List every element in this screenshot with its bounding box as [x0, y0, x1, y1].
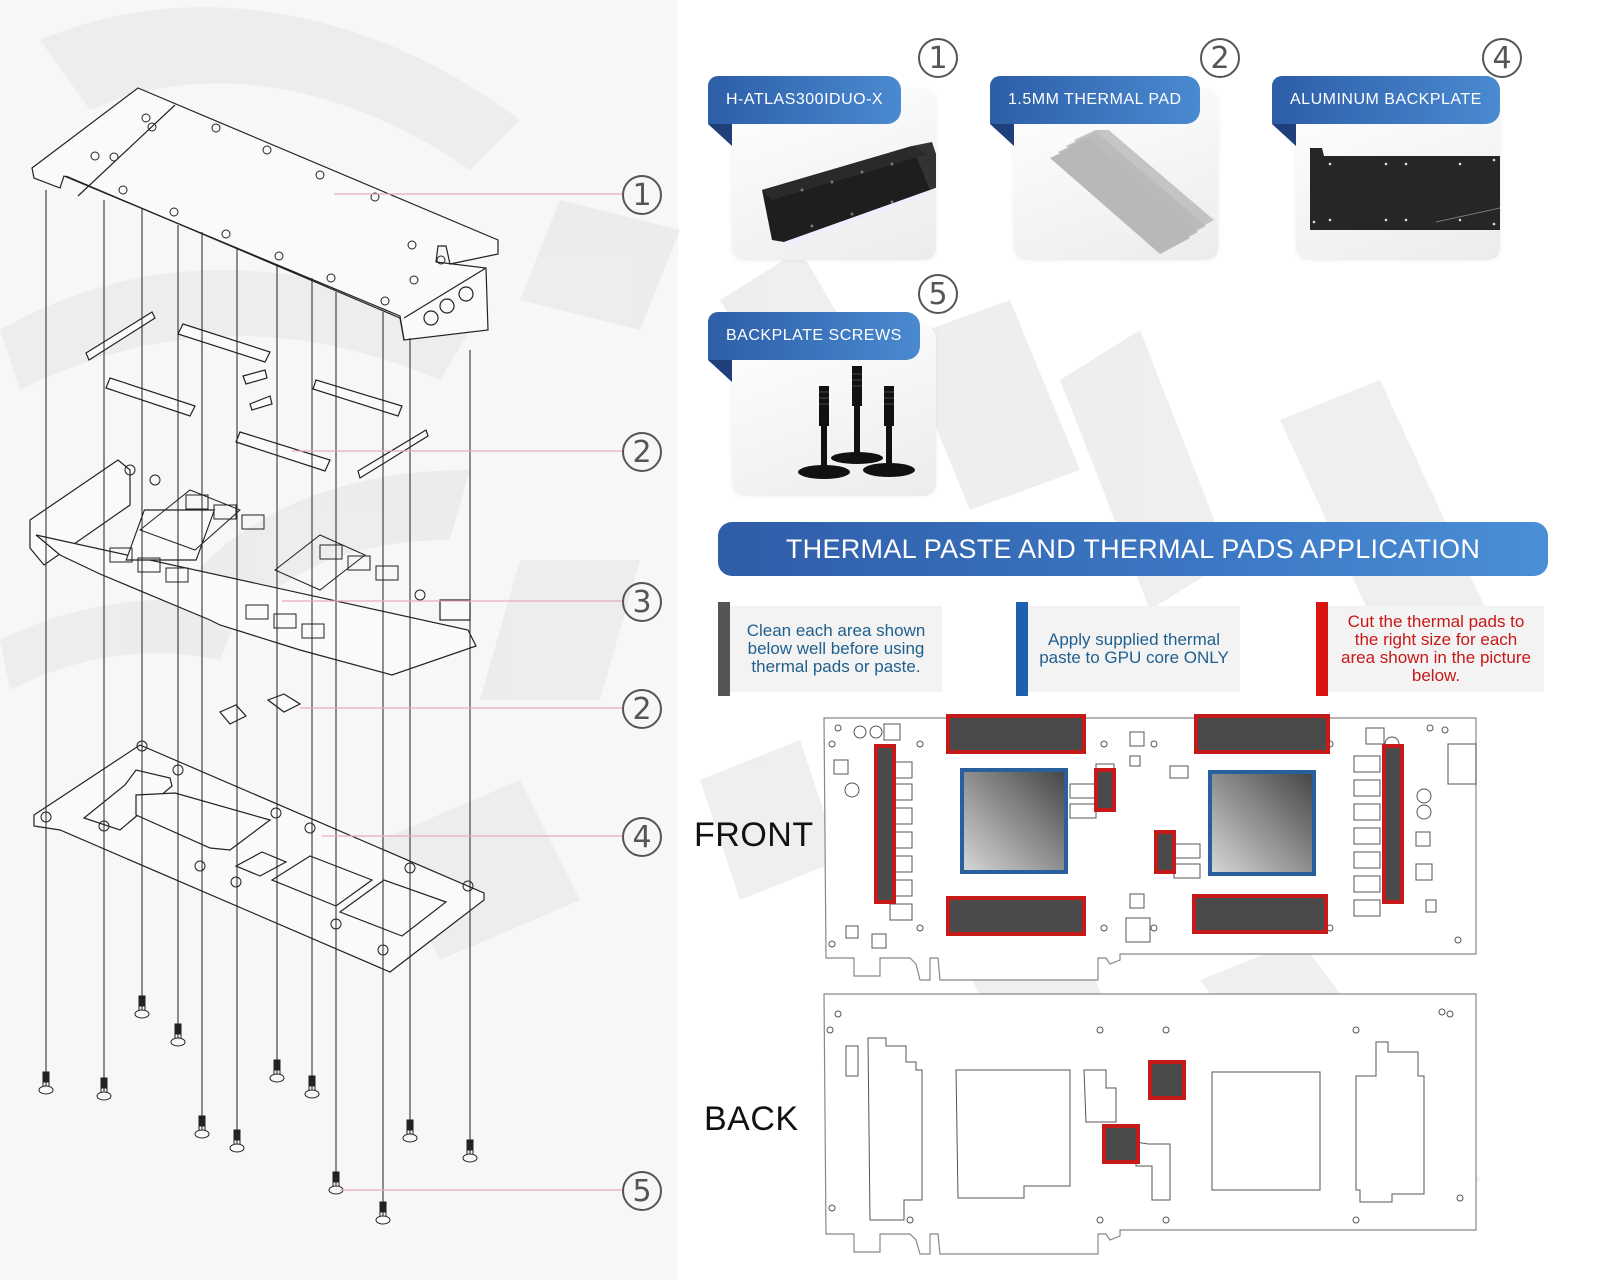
- part-number: 2: [1200, 38, 1240, 78]
- thermal-pads-upper: [85, 311, 429, 479]
- callout-1: 1: [622, 175, 662, 215]
- thermal-pads-lower: [219, 693, 302, 725]
- back-label: BACK: [704, 1100, 799, 1138]
- water-block-screw-holes: [90, 113, 446, 306]
- water-block-image: [762, 142, 936, 246]
- exploded-diagram: [29, 87, 622, 1225]
- note-cut: Cut the thermal pads to the right size f…: [1316, 602, 1548, 696]
- part-card-water-block: H-ATLAS300IDUO-X 1: [708, 38, 958, 260]
- thermal-pad-areas-back: [1102, 1060, 1186, 1164]
- part-label: H-ATLAS300IDUO-X: [708, 76, 902, 124]
- note-bar: [718, 602, 730, 696]
- backplate-image: [1310, 148, 1500, 230]
- callout-5: 5: [622, 1171, 662, 1211]
- note-clean: Clean each area shown below well before …: [718, 602, 948, 696]
- callout-4: 4: [622, 817, 662, 857]
- front-label: FRONT: [694, 816, 814, 854]
- water-block-part: [31, 87, 499, 341]
- backplate-part: [33, 744, 485, 973]
- callout-2-upper: 2: [622, 432, 662, 472]
- note-text: Cut the thermal pads to the right size f…: [1328, 606, 1544, 692]
- section-banner: THERMAL PASTE AND THERMAL PADS APPLICATI…: [718, 522, 1548, 576]
- note-text: Clean each area shown below well before …: [730, 606, 942, 692]
- part-number: 4: [1482, 38, 1522, 78]
- pcb-board: [29, 459, 477, 676]
- part-card-backplate: ALUMINUM BACKPLATE 4: [1272, 38, 1522, 260]
- note-bar: [1316, 602, 1328, 696]
- note-text: Apply supplied thermal paste to GPU core…: [1028, 606, 1240, 692]
- screws-image: [798, 366, 915, 479]
- part-number: 1: [918, 38, 958, 78]
- part-label: 1.5MM THERMAL PAD: [990, 76, 1200, 124]
- callout-3: 3: [622, 582, 662, 622]
- back-board-diagram: [823, 993, 1477, 1255]
- note-paste: Apply supplied thermal paste to GPU core…: [1016, 602, 1246, 696]
- front-board-diagram: [823, 714, 1477, 981]
- callout-2-lower: 2: [622, 689, 662, 729]
- part-label: BACKPLATE SCREWS: [708, 312, 920, 360]
- pcb-components: [109, 464, 426, 639]
- backplate-screws: [38, 995, 478, 1225]
- part-card-thermal-pad: 1.5MM THERMAL PAD 2: [990, 38, 1240, 260]
- note-bar: [1016, 602, 1028, 696]
- thermal-pad-areas-front: [874, 714, 1404, 936]
- part-number: 5: [918, 274, 958, 314]
- screw-guide-lines: [45, 190, 471, 1218]
- leader-lines: [282, 193, 622, 1191]
- part-label: ALUMINUM BACKPLATE: [1272, 76, 1500, 124]
- gpu-core-areas: [960, 768, 1316, 876]
- thermal-pad-image: [1050, 130, 1214, 254]
- part-card-screws: BACKPLATE SCREWS 5: [708, 274, 958, 496]
